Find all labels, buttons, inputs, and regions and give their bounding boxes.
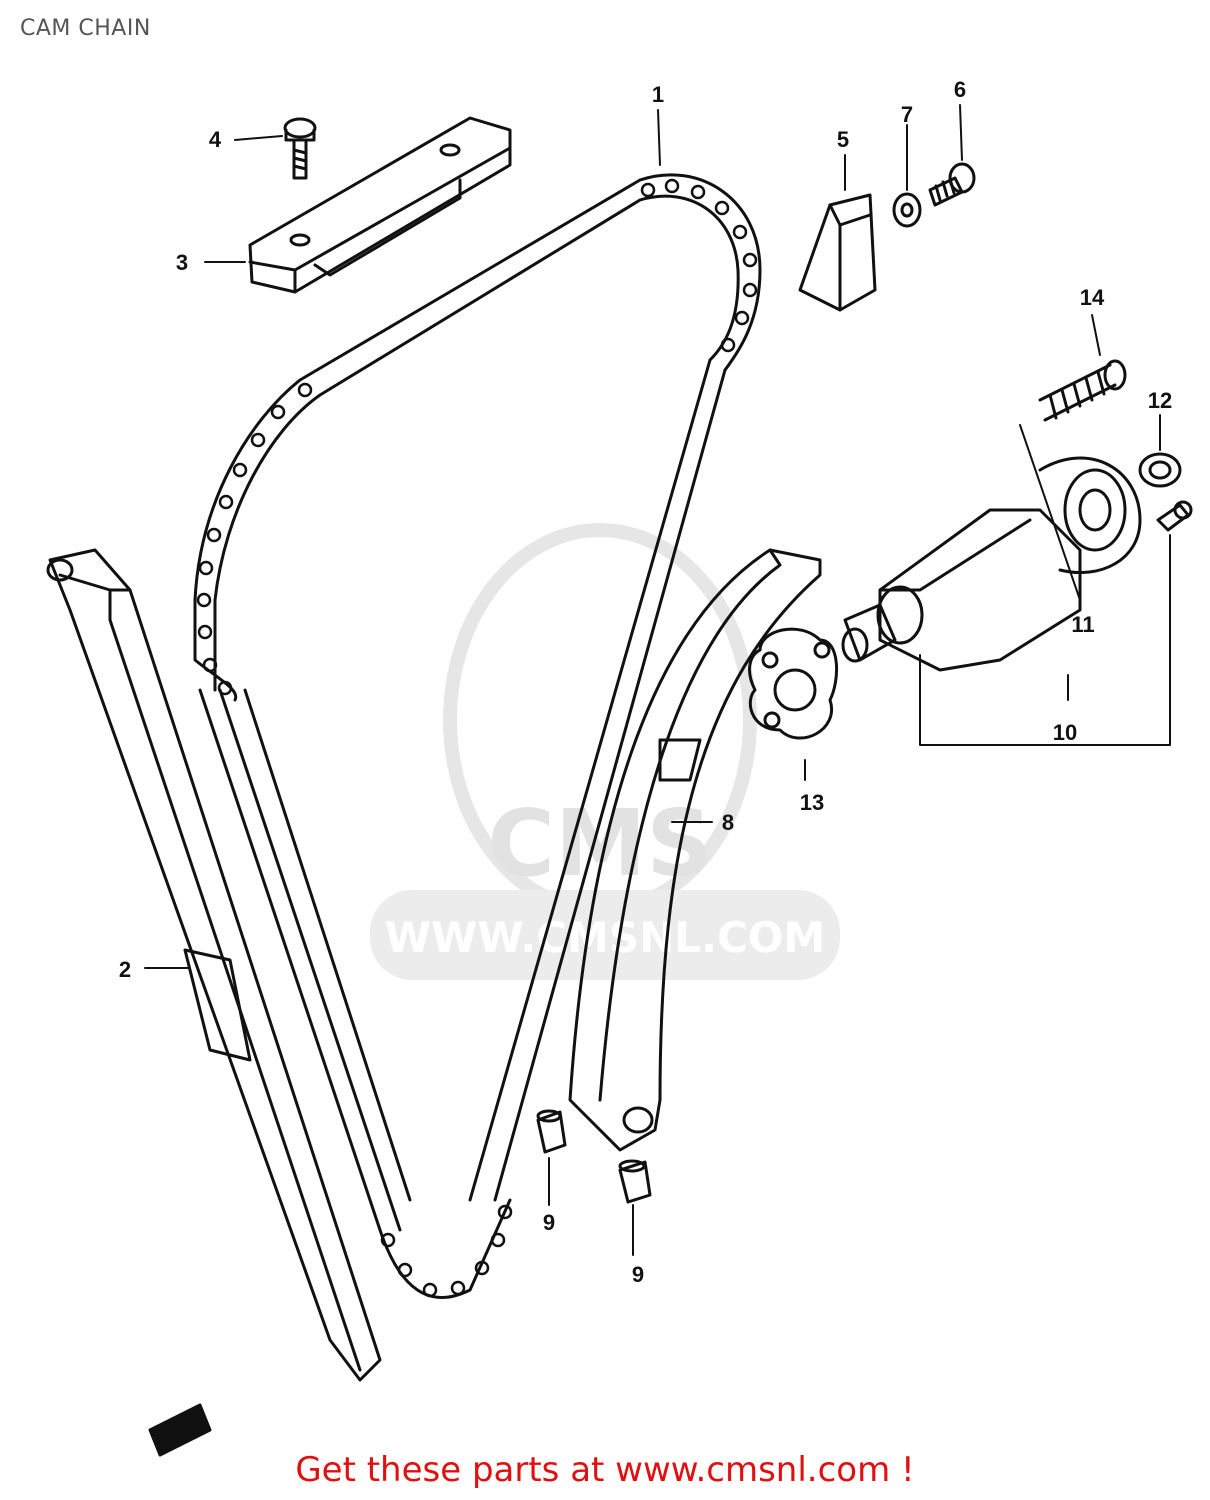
part-5-guide-cap (798, 193, 877, 312)
part-2-chain-guide-rear (46, 548, 382, 1382)
callout-12: 12 (1148, 388, 1172, 413)
leader-lines (144, 104, 1171, 1256)
part-13-gasket (748, 627, 839, 740)
callout-5: 5 (837, 127, 849, 152)
direction-marker (148, 1403, 212, 1457)
part-9-dowel-a (536, 1109, 567, 1154)
part-7-washer (892, 192, 922, 228)
callout-4: 4 (209, 127, 222, 152)
part-8-tensioner-blade (568, 548, 822, 1152)
part-12-cap-nut (1138, 452, 1182, 488)
callout-3: 3 (176, 250, 188, 275)
callout-6: 6 (954, 77, 966, 102)
callout-8: 8 (722, 810, 734, 835)
part-9-dowel-b (618, 1159, 652, 1204)
callout-1: 1 (652, 82, 664, 107)
callout-11: 11 (1071, 612, 1094, 637)
part-14-spring (1038, 359, 1127, 422)
part-6-bolt (928, 162, 976, 207)
watermark-url: WWW.CMSNL.COM (385, 913, 826, 962)
part-3-chain-guide-top (248, 116, 512, 294)
callout-7: 7 (901, 102, 913, 127)
watermark-brand: CMS (487, 790, 712, 897)
callout-9a: 9 (543, 1210, 555, 1235)
watermark: CMS WWW.CMSNL.COM (370, 523, 840, 980)
part-1-cam-chain (193, 173, 762, 1299)
page-title: CAM CHAIN (20, 16, 151, 41)
callout-13: 13 (800, 790, 824, 815)
callout-labels: 1 2 3 4 5 6 7 8 9 9 10 11 12 13 14 (119, 77, 1172, 1287)
part-10-tensioner-assy (841, 456, 1142, 672)
part-4-screw (283, 117, 317, 180)
callout-14: 14 (1080, 285, 1105, 310)
callout-9b: 9 (632, 1262, 644, 1287)
footer-cta-link[interactable]: Get these parts at www.cmsnl.com ! (295, 1450, 915, 1490)
callout-2: 2 (119, 957, 131, 982)
part-tensioner-bolt (1156, 500, 1193, 532)
callout-10: 10 (1053, 720, 1077, 745)
